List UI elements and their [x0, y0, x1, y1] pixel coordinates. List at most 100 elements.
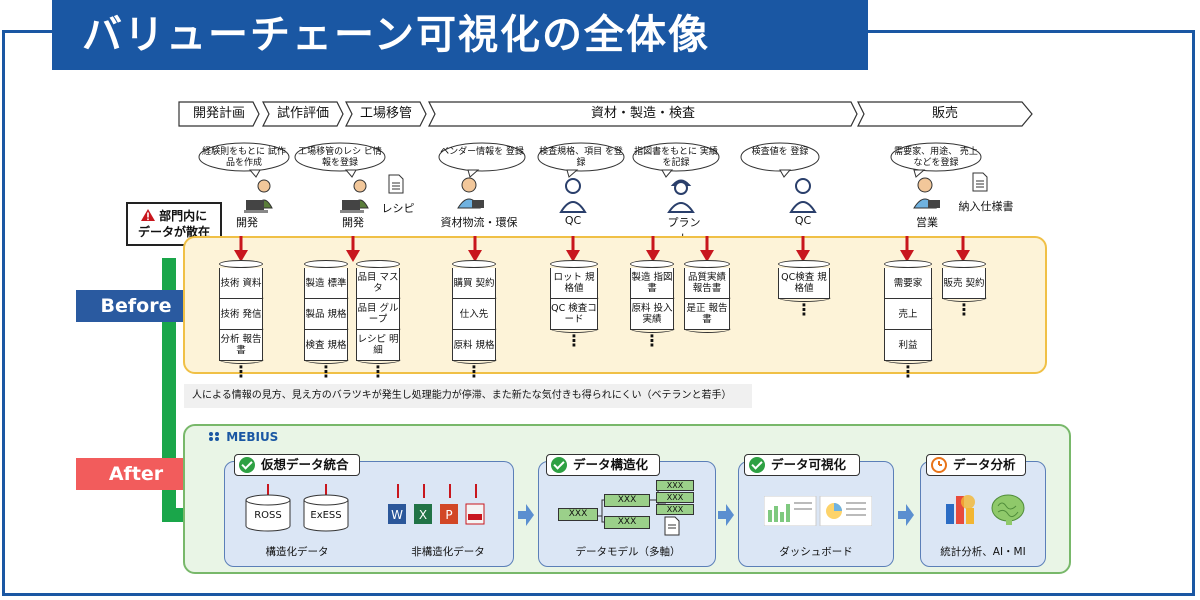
check-icon — [551, 457, 567, 473]
stage-sales: 販売 — [857, 101, 1033, 127]
brain-icon — [991, 494, 1025, 525]
db-item: 仕入先 — [451, 299, 497, 333]
database-stack: 需要家 売上 利益 ⋮ — [883, 260, 933, 380]
qc-person-icon — [789, 178, 817, 213]
developer-pc-icon — [340, 179, 369, 213]
role-label: 開発 — [236, 216, 258, 229]
mebius-logo: MEBIUS — [208, 430, 278, 444]
bubble-plant: 指図書をもとに 実績を記録 — [632, 142, 720, 178]
role-label: QC — [564, 214, 582, 227]
unstructured-data-label: 非構造化データ — [411, 546, 485, 558]
db-item: 製造 標準 — [303, 268, 349, 302]
db-item: 是正 報告書 — [683, 299, 731, 333]
db-item: 需要家 — [883, 268, 933, 302]
role-label: 納入仕様書 — [958, 200, 1014, 213]
db-item: 利益 — [883, 330, 933, 364]
clock-icon — [931, 457, 947, 473]
materials-staff-icon — [457, 177, 484, 209]
bubble-transfer: 工場移管のレシ ピ情報を登録 — [294, 142, 386, 178]
db-label: ExESS — [310, 510, 342, 521]
db-item: QC検査 規格値 — [777, 268, 831, 302]
check-icon — [239, 457, 255, 473]
model-node: XXX — [656, 480, 694, 491]
down-arrow-icon — [956, 236, 970, 262]
down-arrow-icon — [234, 236, 248, 262]
database-stack: QC検査 規格値 ⋮ — [777, 260, 831, 318]
model-node: XXX — [604, 494, 650, 507]
down-arrow-icon — [796, 236, 810, 262]
model-node: XXX — [604, 516, 650, 529]
db-item: ロット 規格値 — [549, 268, 599, 302]
bubble-qc-spec: 検査規格、項目 を登録 — [537, 142, 625, 178]
page-title: バリューチェーン可視化の全体像 — [52, 0, 868, 70]
stage-materials: 資材・製造・検査 — [428, 101, 858, 127]
db-item: 品目 グループ — [355, 299, 401, 333]
db-item: 分析 報告書 — [218, 330, 264, 364]
down-arrow-icon — [700, 236, 714, 262]
right-arrow-icon — [718, 504, 734, 526]
svg-text:W: W — [391, 508, 403, 522]
before-tag: Before — [76, 290, 196, 322]
down-arrow-icon — [468, 236, 482, 262]
model-node: XXX — [558, 508, 598, 521]
database-stack: 製造 標準 製品 規格 検査 規格 ⋮ — [303, 260, 349, 380]
sales-staff-icon — [913, 177, 940, 209]
analysis-label: 統計分析、AI・MI — [940, 546, 1026, 558]
warning-icon — [140, 209, 155, 221]
down-arrow-icon — [346, 236, 360, 262]
db-item: 検査 規格 — [303, 330, 349, 364]
panel-title: データ分析 — [926, 454, 1026, 476]
role-label: QC — [794, 214, 812, 227]
role-label: 営業 — [916, 216, 938, 229]
db-label: ROSS — [254, 510, 282, 521]
model-node: XXX — [656, 504, 694, 515]
mebius-mark-icon — [208, 430, 222, 441]
stage-dev-plan: 開発計画 — [178, 101, 260, 127]
database-stack: 品目 マスタ 品目 グループ レシピ 明細 ⋮ — [355, 260, 401, 380]
db-item: 品質実績 報告書 — [683, 268, 731, 302]
3d-chart-icon — [946, 495, 975, 524]
database-stack: ロット 規格値 QC 検査コード ⋮ — [549, 260, 599, 349]
dashboard-thumbnail-icon — [764, 496, 872, 526]
down-arrow-icon — [900, 236, 914, 262]
panel-analysis — [920, 461, 1046, 567]
structured-data-label: 構造化データ — [265, 546, 329, 558]
db-item: 原料 規格 — [451, 330, 497, 364]
after-tag: After — [76, 458, 196, 490]
panel-title: 仮想データ統合 — [234, 454, 360, 476]
down-arrow-icon — [566, 236, 580, 262]
database-stack: 購買 契約 仕入先 原料 規格 ⋮ — [451, 260, 497, 380]
db-item: 原料 投入実績 — [629, 299, 675, 333]
qc-person-icon — [559, 178, 587, 213]
database-stack: 品質実績 報告書 是正 報告書 — [683, 260, 731, 333]
database-stack: 技術 資料 技術 発信 分析 報告書 ⋮ — [218, 260, 264, 380]
bubble-dev: 経験則をもとに 試作品を作成 — [198, 142, 290, 178]
db-item: 購買 契約 — [451, 268, 497, 302]
document-icon — [388, 174, 404, 194]
db-item: 技術 発信 — [218, 299, 264, 333]
svg-text:X: X — [419, 508, 427, 522]
flow-connector — [162, 258, 176, 520]
stage-transfer: 工場移管 — [345, 101, 427, 127]
dashboard-label: ダッシュボード — [779, 546, 853, 558]
model-node: XXX — [656, 492, 694, 503]
right-arrow-icon — [898, 504, 914, 526]
data-model-label: データモデル（多軸） — [575, 546, 681, 558]
db-item: 製造 指図書 — [629, 268, 675, 302]
role-label: 資材物流・環保 — [440, 216, 518, 229]
database-stack: 販売 契約 ⋮ — [941, 260, 987, 318]
stage-prototype: 試作評価 — [262, 101, 344, 127]
down-arrow-icon — [646, 236, 660, 262]
document-icon — [664, 516, 680, 536]
panel-title: データ可視化 — [744, 454, 860, 476]
document-icon — [972, 172, 988, 192]
check-icon — [749, 457, 765, 473]
role-label: レシピ — [381, 202, 415, 215]
database-stack: 製造 指図書 原料 投入実績 ⋮ — [629, 260, 675, 349]
db-item: 製品 規格 — [303, 299, 349, 333]
db-item: 品目 マスタ — [355, 268, 401, 302]
db-item: 売上 — [883, 299, 933, 333]
right-arrow-icon — [518, 504, 534, 526]
db-item: 販売 契約 — [941, 268, 987, 302]
panel-title: データ構造化 — [546, 454, 660, 476]
